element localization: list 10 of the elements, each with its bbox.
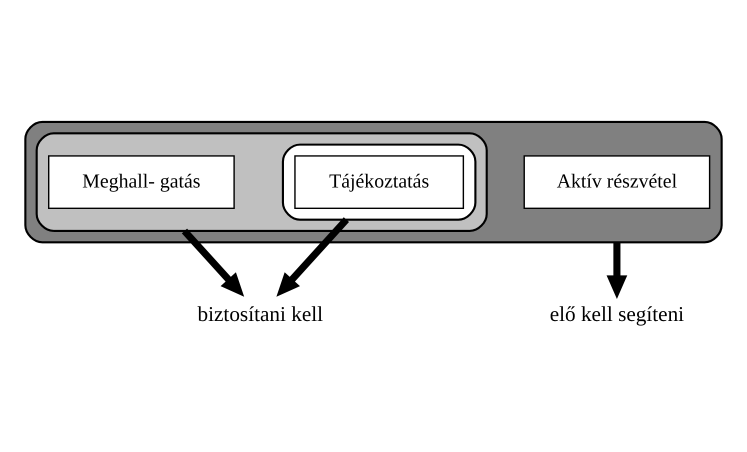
node-box: Aktív részvétel xyxy=(524,155,710,210)
arrow xyxy=(182,228,244,297)
node-text: biztosítani kell xyxy=(198,302,324,326)
node-box: Tájékoztatás xyxy=(294,155,464,210)
cluster xyxy=(24,120,723,244)
arrow xyxy=(606,242,628,299)
cluster xyxy=(282,144,476,221)
cluster xyxy=(36,132,488,232)
node-text: elő kell segíteni xyxy=(550,302,684,326)
node-box: Meghall- gatás xyxy=(48,155,235,210)
